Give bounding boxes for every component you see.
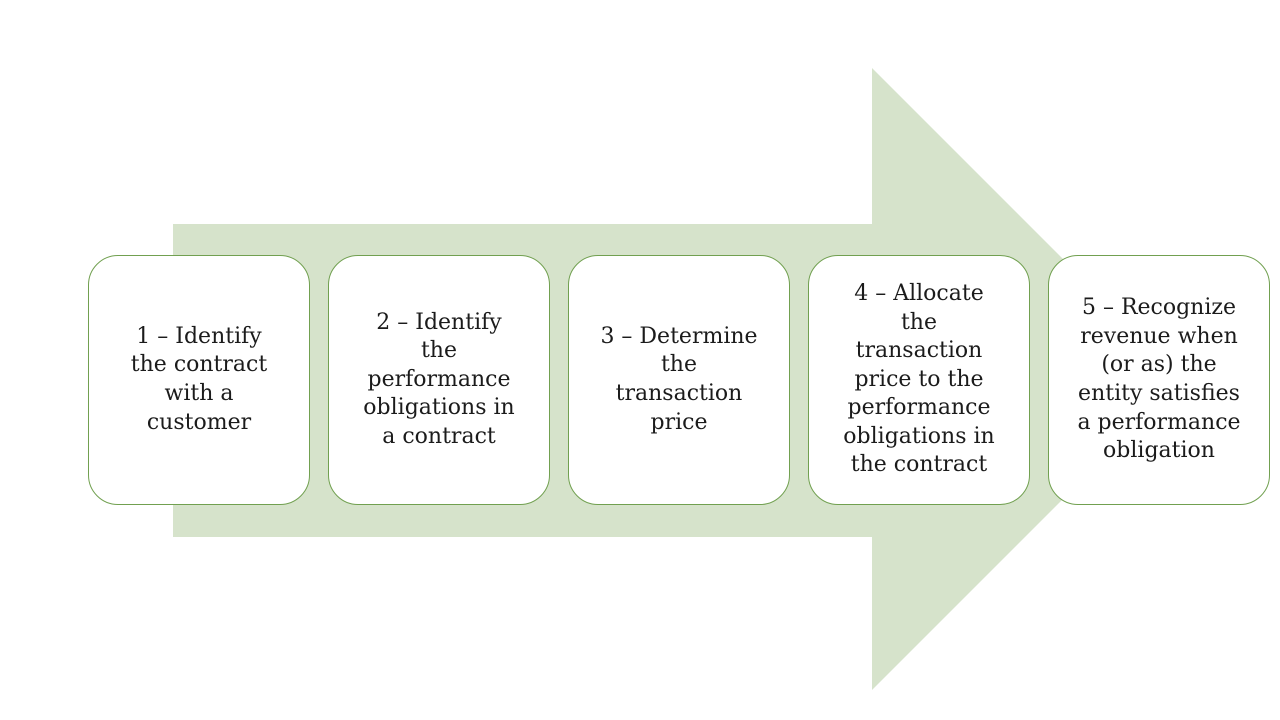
step-box-3: 3 – Determine the transaction price: [568, 255, 790, 505]
step-label-4: 4 – Allocate the transaction price to th…: [843, 280, 995, 478]
step-box-4: 4 – Allocate the transaction price to th…: [808, 255, 1030, 505]
steps-row: 1 – Identify the contract with a custome…: [88, 255, 1270, 505]
step-label-5: 5 – Recognize revenue when (or as) the e…: [1077, 295, 1241, 464]
step-box-2: 2 – Identify the performance obligations…: [328, 255, 550, 505]
step-label-2: 2 – Identify the performance obligations…: [363, 309, 515, 449]
step-box-1: 1 – Identify the contract with a custome…: [88, 255, 310, 505]
step-box-5: 5 – Recognize revenue when (or as) the e…: [1048, 255, 1270, 505]
step-label-1: 1 – Identify the contract with a custome…: [130, 323, 268, 435]
step-label-3: 3 – Determine the transaction price: [600, 323, 758, 435]
